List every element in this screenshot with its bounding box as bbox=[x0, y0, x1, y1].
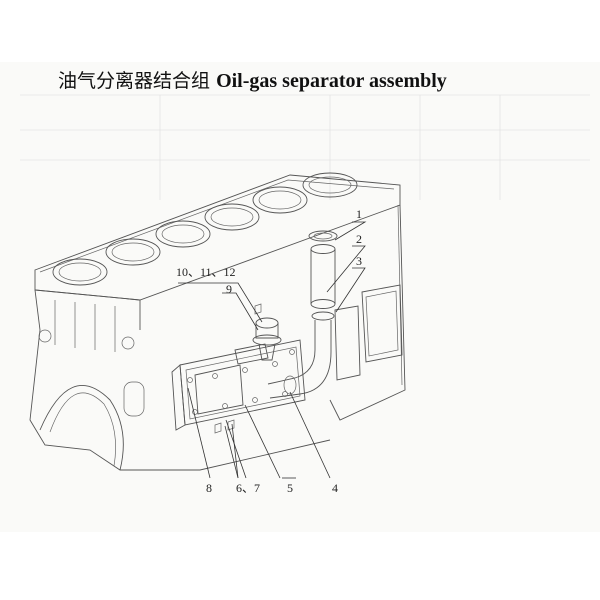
callout-6-7: 6、7 bbox=[236, 481, 260, 495]
pipe-assembly bbox=[267, 230, 338, 399]
title-english: Oil-gas separator assembly bbox=[216, 70, 447, 92]
callout-3: 3 bbox=[356, 254, 362, 268]
callout-8: 8 bbox=[206, 481, 212, 495]
callout-4: 4 bbox=[332, 481, 338, 495]
diagram-title: 油气分离器结合组 Oil-gas separator assembly bbox=[58, 66, 447, 93]
breather-valve bbox=[252, 303, 282, 361]
engine-block bbox=[29, 174, 406, 471]
cylinder-bores bbox=[52, 172, 358, 286]
leader-lines bbox=[178, 221, 367, 479]
callout-2: 2 bbox=[356, 232, 362, 246]
callout-9: 9 bbox=[226, 282, 232, 296]
callout-1: 1 bbox=[356, 207, 362, 221]
title-chinese: 油气分离器结合组 bbox=[58, 70, 211, 92]
callout-10-11-12: 10、11、12 bbox=[176, 265, 236, 279]
ghost-table bbox=[20, 94, 590, 200]
callout-5: 5 bbox=[287, 481, 293, 495]
separator-housing bbox=[171, 339, 306, 434]
